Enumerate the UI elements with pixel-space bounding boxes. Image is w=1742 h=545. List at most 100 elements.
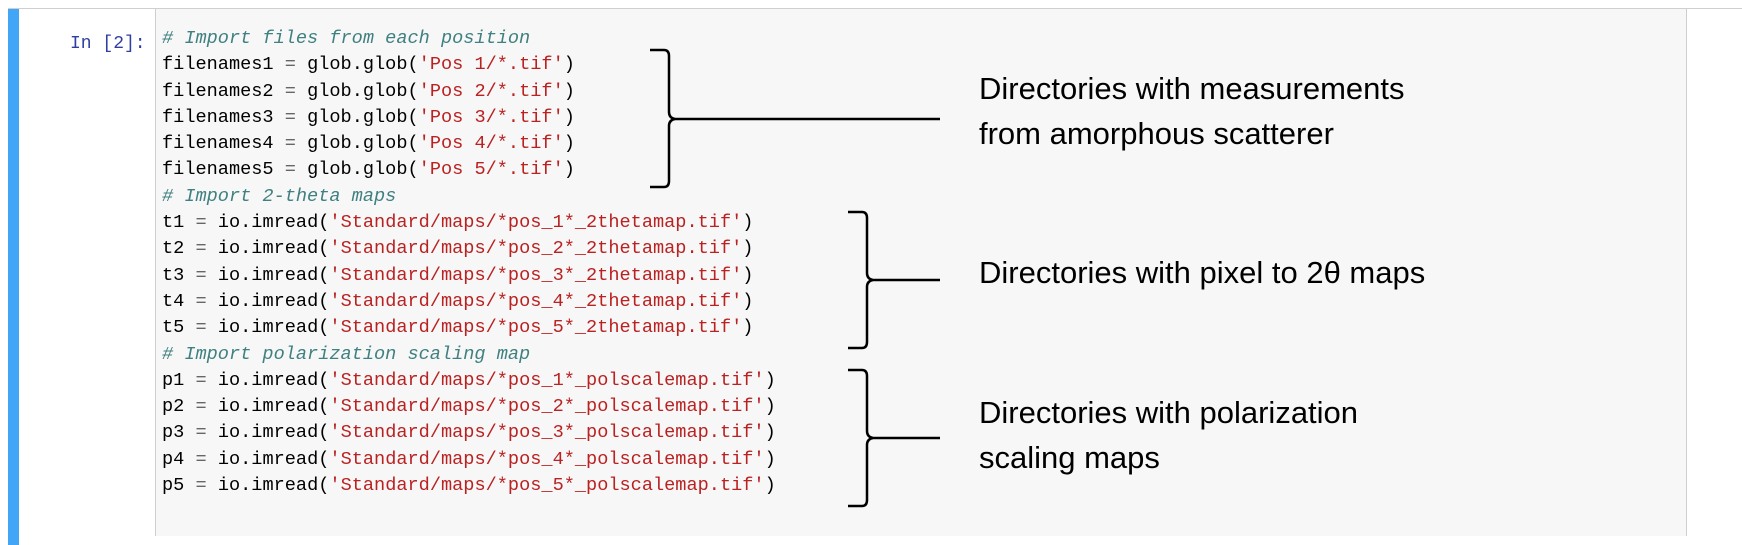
code-variable: p1 (162, 369, 185, 391)
annotation-line: Directories with pixel to 2θ maps (979, 255, 1426, 290)
annotation-line: Directories with polarization (979, 395, 1359, 430)
code-string: 'Standard/maps/*pos_1*_2thetamap.tif' (329, 212, 743, 234)
code-variable: p3 (162, 422, 185, 444)
code-variable: t5 (162, 317, 185, 339)
code-string: 'Standard/maps/*pos_1*_polscalemap.tif' (329, 369, 765, 391)
code-line[interactable]: p5 = io.imread('Standard/maps/*pos_5*_po… (162, 473, 776, 499)
code-operator: = (184, 475, 218, 497)
code-line[interactable]: t3 = io.imread('Standard/maps/*pos_3*_2t… (162, 263, 776, 289)
code-string: 'Standard/maps/*pos_2*_2thetamap.tif' (329, 238, 743, 260)
code-operator: = (184, 290, 218, 312)
code-line[interactable]: p1 = io.imread('Standard/maps/*pos_1*_po… (162, 368, 776, 394)
code-paren: ) (563, 80, 575, 102)
code-paren: ) (563, 159, 575, 181)
code-variable: filenames4 (162, 133, 274, 155)
code-string: 'Pos 2/*.tif' (418, 80, 564, 102)
code-paren: ) (742, 212, 754, 234)
code-operator: = (184, 317, 218, 339)
code-block[interactable]: # Import files from each position filenam… (162, 26, 776, 499)
code-call: io.imread( (217, 238, 330, 260)
annotation-polarization: Directories with polarization scaling ma… (979, 390, 1358, 480)
code-operator: = (184, 212, 218, 234)
code-variable: t4 (162, 290, 185, 312)
code-call: io.imread( (217, 422, 330, 444)
code-variable: t1 (162, 212, 185, 234)
code-variable: filenames1 (162, 54, 274, 76)
code-call: io.imread( (217, 475, 330, 497)
code-variable: filenames3 (162, 106, 274, 128)
code-paren: ) (563, 106, 575, 128)
code-paren: ) (764, 475, 776, 497)
code-line[interactable]: filenames2 = glob.glob('Pos 2/*.tif') (162, 79, 776, 105)
code-paren: ) (764, 448, 776, 470)
code-string: 'Standard/maps/*pos_2*_polscalemap.tif' (329, 396, 765, 418)
code-variable: t2 (162, 238, 185, 260)
annotation-line: scaling maps (979, 440, 1160, 475)
annotation-line: from amorphous scatterer (979, 116, 1334, 151)
code-paren: ) (563, 133, 575, 155)
code-line[interactable]: t1 = io.imread('Standard/maps/*pos_1*_2t… (162, 210, 776, 236)
code-operator: = (184, 448, 218, 470)
code-operator: = (273, 54, 308, 76)
code-string: 'Pos 4/*.tif' (418, 133, 564, 155)
code-line[interactable]: filenames3 = glob.glob('Pos 3/*.tif') (162, 105, 776, 131)
code-line[interactable]: filenames1 = glob.glob('Pos 1/*.tif') (162, 52, 776, 78)
code-variable: p4 (162, 448, 185, 470)
code-call: glob.glob( (307, 106, 419, 128)
code-call: io.imread( (217, 369, 330, 391)
annotation-line: Directories with measurements (979, 71, 1405, 106)
code-paren: ) (563, 54, 575, 76)
code-line[interactable]: # Import 2-theta maps (162, 184, 776, 210)
code-line[interactable]: t5 = io.imread('Standard/maps/*pos_5*_2t… (162, 315, 776, 341)
code-line[interactable]: filenames5 = glob.glob('Pos 5/*.tif') (162, 157, 776, 183)
code-string: 'Standard/maps/*pos_4*_polscalemap.tif' (329, 448, 765, 470)
code-string: 'Pos 5/*.tif' (418, 159, 564, 181)
code-paren: ) (742, 238, 754, 260)
cell-selection-bar (8, 9, 19, 545)
annotation-2theta-maps: Directories with pixel to 2θ maps (979, 250, 1425, 295)
code-variable: t3 (162, 264, 185, 286)
code-call: io.imread( (217, 396, 330, 418)
code-string: 'Pos 1/*.tif' (418, 54, 564, 76)
code-line[interactable]: p3 = io.imread('Standard/maps/*pos_3*_po… (162, 420, 776, 446)
code-string: 'Standard/maps/*pos_3*_polscalemap.tif' (329, 422, 765, 444)
code-line[interactable]: # Import files from each position (162, 26, 776, 52)
input-prompt: In [2]: (70, 34, 146, 54)
code-operator: = (273, 159, 308, 181)
code-operator: = (273, 80, 308, 102)
code-call: io.imread( (217, 448, 330, 470)
code-comment: # Import polarization scaling map (162, 343, 531, 365)
code-variable: p5 (162, 475, 185, 497)
code-variable: filenames5 (162, 159, 274, 181)
code-line[interactable]: p2 = io.imread('Standard/maps/*pos_2*_po… (162, 394, 776, 420)
code-string: 'Standard/maps/*pos_4*_2thetamap.tif' (329, 290, 743, 312)
annotation-measurements: Directories with measurements from amorp… (979, 66, 1405, 156)
code-operator: = (184, 238, 218, 260)
code-paren: ) (742, 264, 754, 286)
code-line[interactable]: t4 = io.imread('Standard/maps/*pos_4*_2t… (162, 289, 776, 315)
code-operator: = (184, 369, 218, 391)
code-call: glob.glob( (307, 54, 419, 76)
code-paren: ) (742, 317, 754, 339)
code-call: glob.glob( (307, 133, 419, 155)
code-paren: ) (764, 369, 776, 391)
code-call: io.imread( (217, 264, 330, 286)
code-call: io.imread( (217, 212, 330, 234)
code-string: 'Pos 3/*.tif' (418, 106, 564, 128)
code-operator: = (184, 396, 218, 418)
code-string: 'Standard/maps/*pos_5*_2thetamap.tif' (329, 317, 743, 339)
code-call: io.imread( (217, 290, 330, 312)
code-paren: ) (764, 422, 776, 444)
code-line[interactable]: p4 = io.imread('Standard/maps/*pos_4*_po… (162, 447, 776, 473)
code-operator: = (184, 422, 218, 444)
code-variable: p2 (162, 396, 185, 418)
code-paren: ) (742, 290, 754, 312)
code-line[interactable]: # Import polarization scaling map (162, 342, 776, 368)
code-line[interactable]: filenames4 = glob.glob('Pos 4/*.tif') (162, 131, 776, 157)
code-comment: # Import files from each position (162, 28, 531, 49)
code-line[interactable]: t2 = io.imread('Standard/maps/*pos_2*_2t… (162, 236, 776, 262)
code-operator: = (273, 106, 308, 128)
code-string: 'Standard/maps/*pos_5*_polscalemap.tif' (329, 475, 765, 497)
code-call: glob.glob( (307, 80, 419, 102)
code-variable: filenames2 (162, 80, 274, 102)
